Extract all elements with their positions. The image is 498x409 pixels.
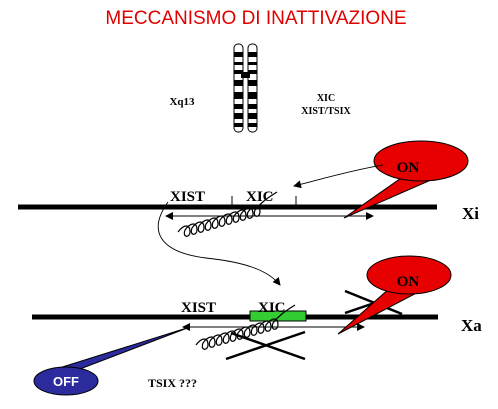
xa-tsix-label: TSIX ???	[148, 376, 197, 390]
xi-xist-rna-coil	[177, 191, 278, 237]
xist-to-xa-arrow	[158, 201, 281, 286]
xi-label: Xi	[462, 204, 479, 223]
chromosome-region-label-2: XIST/TSIX	[301, 106, 351, 117]
xa-off-label: OFF	[53, 374, 79, 389]
xa-xist-rna-coil	[195, 304, 296, 350]
xa-label: Xa	[461, 316, 482, 335]
chromosome-band-label: Xq13	[169, 96, 195, 108]
xa-gene-xist: XIST	[181, 300, 216, 316]
xa-xic-box	[249, 310, 307, 322]
xa-gene-xic: XIC	[258, 300, 286, 316]
xi-gene-xist: XIST	[170, 189, 205, 205]
chromosome-region-label-1: XIC	[317, 93, 335, 104]
diagram-title: MECCANISMO DI INATTIVAZIONE	[105, 8, 406, 29]
xi-on-callout	[343, 140, 469, 219]
xi-feedback-arrow	[293, 164, 384, 189]
xa-on-label: ON	[397, 274, 420, 290]
xa-off-callout	[33, 326, 191, 396]
xa-on-callout	[337, 255, 452, 335]
xi-gene-xic: XIC	[246, 189, 274, 205]
xi-on-label: ON	[397, 160, 420, 176]
cross-mark-icon	[225, 330, 306, 361]
x-chromosome-icon	[233, 43, 258, 133]
